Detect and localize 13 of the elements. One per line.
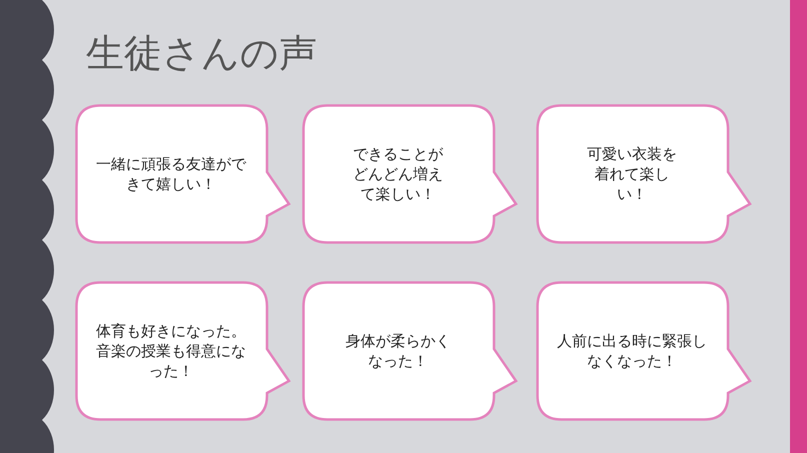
comment-text: 一緒に頑張る友達ができて嬉しい！	[95, 154, 248, 194]
speech-bubble	[536, 104, 752, 244]
comment-text: できることがどんどん増えて楽しい！	[352, 144, 444, 204]
speech-bubble	[75, 281, 291, 421]
comment-text: 可愛い衣装を着れて楽しい！	[586, 144, 678, 204]
comment-text: 身体が柔らかくなった！	[344, 331, 452, 371]
comment-text: 体育も好きになった。音楽の授業も得意になった！	[95, 321, 247, 381]
comment-text: 人前に出る時に緊張しなくなった！	[556, 331, 708, 371]
title: 生徒さんの声	[86, 30, 317, 77]
speech-bubble	[302, 104, 518, 244]
speech-bubble	[302, 281, 518, 421]
speech-bubble	[536, 281, 752, 421]
speech-bubble	[75, 104, 291, 244]
